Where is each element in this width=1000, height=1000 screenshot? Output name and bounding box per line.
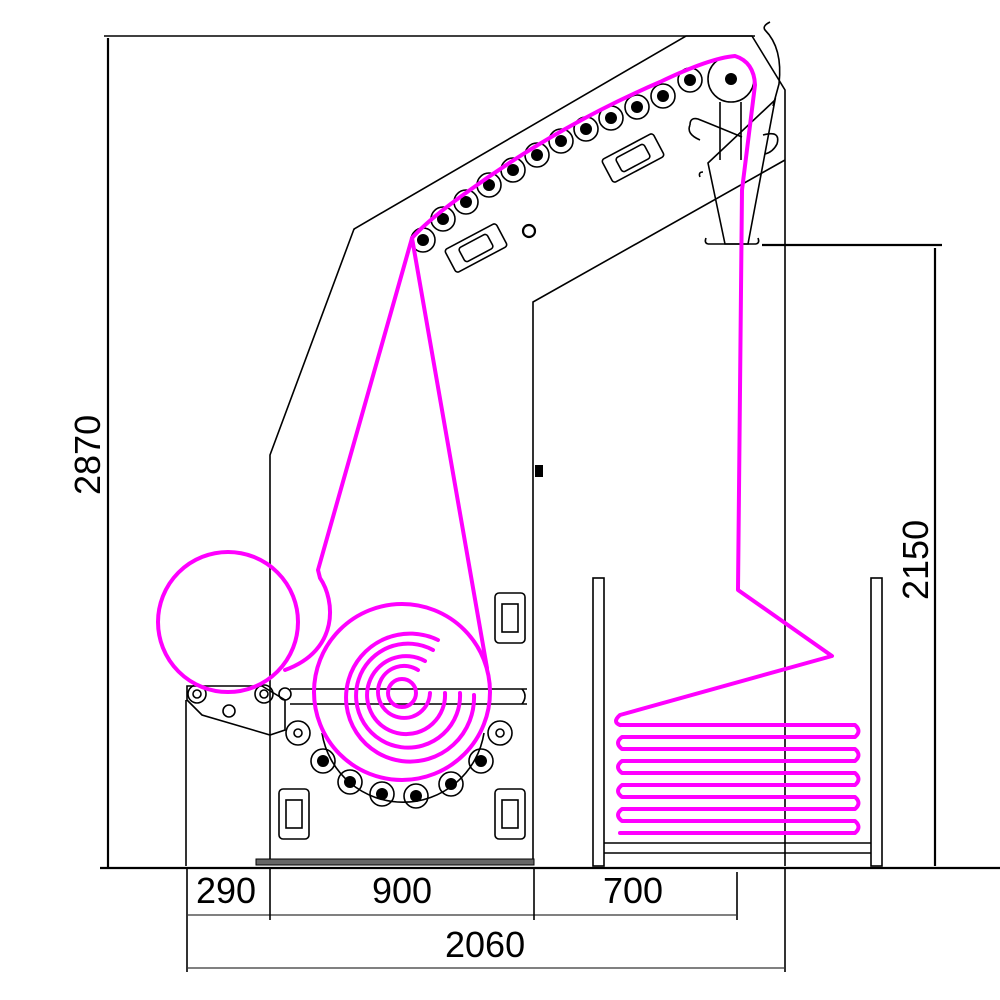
dim-overall-width: 2060 [445, 924, 525, 965]
folded-fabric-stack [616, 723, 861, 835]
cart-right-post [870, 577, 883, 867]
control-panels [278, 133, 665, 840]
cart-left-post [592, 577, 605, 867]
bottom-roller-set [285, 720, 513, 809]
fabric-feed-roll [156, 550, 300, 694]
dim-left-unit-width: 290 [196, 870, 256, 911]
fabric-path [156, 54, 861, 835]
unwinding-roll-outer [312, 602, 492, 782]
indicator-lamp-icon [521, 223, 537, 239]
control-panel-top-right [601, 133, 665, 183]
dim-delivery-height: 2150 [895, 520, 936, 600]
left-feed-unit [185, 684, 527, 866]
control-panel-lower-right [494, 788, 526, 840]
control-panel-top-left [444, 223, 508, 273]
dim-main-frame-width: 900 [372, 870, 432, 911]
control-panel-lower-left [278, 788, 310, 840]
folding-cart [592, 577, 883, 867]
latch-icon [535, 465, 543, 477]
top-drive-assembly [688, 21, 781, 245]
dim-folding-cart-width: 700 [603, 870, 663, 911]
control-panel-upper-right [494, 592, 526, 644]
machine-frame [255, 35, 786, 866]
dim-overall-height: 2870 [67, 415, 108, 495]
dimension-lines [100, 35, 1000, 972]
